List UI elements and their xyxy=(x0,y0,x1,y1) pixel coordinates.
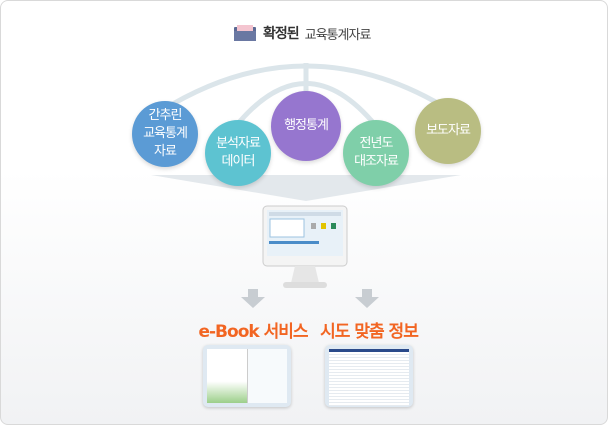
funnel xyxy=(151,175,461,201)
page-title: 확정된 교육통계자료 xyxy=(233,23,372,43)
ebook-thumbnail[interactable] xyxy=(203,345,291,407)
folder-icon xyxy=(234,25,256,41)
regional-info-label[interactable]: 시도 맞춤 정보 xyxy=(320,322,419,342)
title-bold: 확정된 xyxy=(263,26,300,42)
category-press-release[interactable]: 보도자료 xyxy=(415,98,481,164)
arrows xyxy=(241,289,379,308)
regional-info-thumbnail[interactable] xyxy=(325,345,413,407)
category-prev-year-data[interactable]: 전년도 대조자료 xyxy=(343,120,409,186)
title-normal: 교육통계자료 xyxy=(304,27,372,43)
category-admin-stats[interactable]: 행정통계 xyxy=(271,91,341,161)
arrow-down-icon xyxy=(241,289,265,308)
arrow-down-icon xyxy=(355,289,379,308)
category-analysis-data[interactable]: 분석자료 데이터 xyxy=(205,120,271,186)
category-summary-stats[interactable]: 간추린 교육통계 자료 xyxy=(132,101,198,167)
monitor-icon xyxy=(262,205,348,288)
ebook-service-label[interactable]: e-Book 서비스 xyxy=(198,322,308,342)
